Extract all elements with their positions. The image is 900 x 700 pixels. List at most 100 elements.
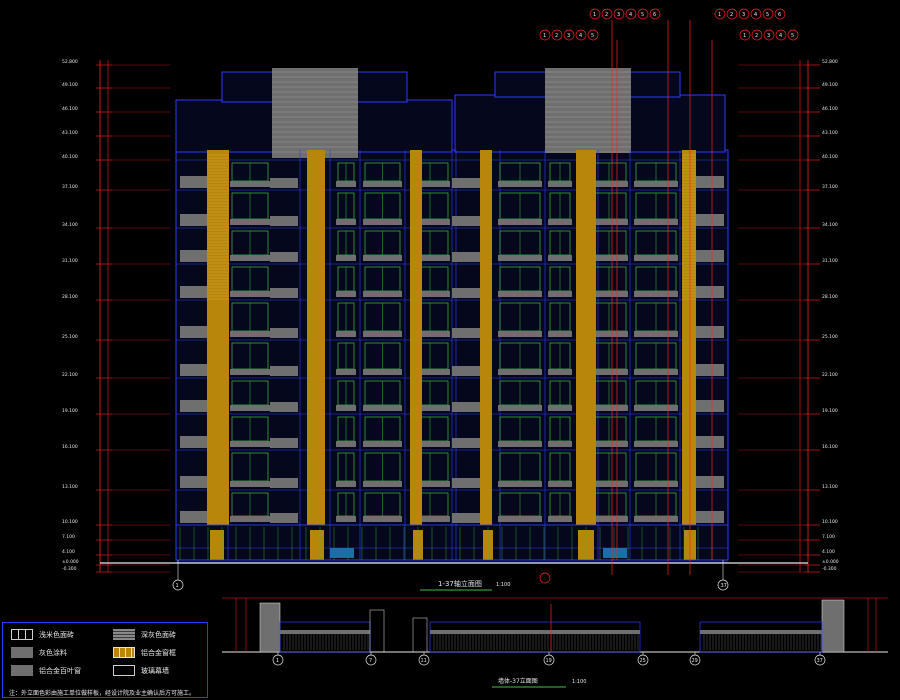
side-panel <box>180 511 208 523</box>
callout-bubble <box>539 29 551 41</box>
entrance-sign <box>603 548 627 558</box>
balcony-band <box>590 331 628 337</box>
side-panel <box>452 328 482 338</box>
balcony-band <box>336 369 356 375</box>
side-panel <box>180 364 208 376</box>
balcony-band <box>634 481 678 487</box>
elevation-level-label: 46.100 <box>62 106 78 112</box>
callout-bubble <box>563 29 575 41</box>
section-axis-bubble <box>814 654 826 666</box>
balcony-band <box>634 255 678 261</box>
balcony-band <box>634 331 678 337</box>
elevation-level-label: 37.100 <box>62 184 78 190</box>
balcony-band <box>548 255 572 261</box>
fence-rail <box>430 630 640 634</box>
elevation-level-label: 34.100 <box>822 222 838 228</box>
balcony-band <box>336 219 356 225</box>
callout-number: 2 <box>730 12 733 18</box>
balcony-band <box>590 291 628 297</box>
balcony-band <box>634 441 678 447</box>
elevation-level-label: 10.100 <box>62 519 78 525</box>
balcony-band <box>590 255 628 261</box>
elevation-level-label: 19.100 <box>62 408 78 414</box>
callout-number: 2 <box>755 33 758 39</box>
balcony-band <box>548 291 572 297</box>
elevation-level-label: 4.100 <box>822 549 835 555</box>
elevation-level-label: 25.100 <box>62 334 78 340</box>
balcony-band <box>498 405 542 411</box>
balcony-band <box>634 405 678 411</box>
balcony-band <box>336 331 356 337</box>
callout-bubble <box>726 8 738 20</box>
balcony-band <box>230 441 270 447</box>
side-panel <box>180 436 208 448</box>
callout-bubble <box>763 29 775 41</box>
balcony-band <box>230 291 270 297</box>
gold-feature-strip <box>682 150 696 525</box>
side-panel <box>696 214 724 226</box>
side-panel <box>452 478 482 488</box>
legend-swatch-6 <box>113 665 135 676</box>
fence-post <box>369 609 385 653</box>
balcony-band <box>336 481 356 487</box>
callout-number: 4 <box>629 12 632 18</box>
balcony-band <box>498 441 542 447</box>
side-panel <box>696 436 724 448</box>
gate-pier-left <box>259 602 281 653</box>
side-panel <box>696 250 724 262</box>
balcony-band <box>498 516 542 522</box>
elevation-level-label: 28.100 <box>62 294 78 300</box>
elevation-level-label: 16.100 <box>822 444 838 450</box>
side-panel <box>270 216 298 226</box>
callout-bubble <box>587 29 599 41</box>
elevation-level-label: 13.100 <box>822 484 838 490</box>
balcony-band <box>410 219 450 225</box>
balcony-band <box>363 405 402 411</box>
west-stair-core-cap <box>272 68 358 158</box>
section-axis-bubble <box>637 654 649 666</box>
side-panel <box>180 176 208 188</box>
callout-bubble <box>649 8 661 20</box>
callout-number: 5 <box>791 33 794 39</box>
balcony-band <box>498 369 542 375</box>
main-elevation-title: 1-37轴立面图 <box>438 579 482 588</box>
balcony-band <box>363 291 402 297</box>
left-elevation-dimension-chain: 52.80049.10046.10043.10040.10037.10034.1… <box>62 59 170 573</box>
side-panel <box>270 402 298 412</box>
balcony-band <box>230 331 270 337</box>
gold-base-strip <box>210 530 224 560</box>
section-axis-label: 1 <box>276 658 279 664</box>
balcony-band <box>363 369 402 375</box>
elevation-level-label: ±0.000 <box>822 559 839 565</box>
side-panel <box>270 288 298 298</box>
balcony-band <box>410 369 450 375</box>
balcony-band <box>590 481 628 487</box>
balcony-band <box>410 291 450 297</box>
material-legend: 浅米色面砖 深灰色面砖 灰色涂料 铝合金窗框 铝合金百叶窗 玻璃幕墙 注：外立面… <box>2 622 208 698</box>
callout-number: 1 <box>743 33 746 39</box>
callout-bubble <box>787 29 799 41</box>
elevation-level-label: 52.800 <box>62 59 78 65</box>
elevation-level-label: 34.100 <box>62 222 78 228</box>
gold-feature-strip <box>480 150 492 525</box>
balcony-band <box>230 219 270 225</box>
elevation-level-label: 16.100 <box>62 444 78 450</box>
callout-number: 6 <box>778 12 781 18</box>
side-panel <box>270 478 298 488</box>
balcony-band <box>634 516 678 522</box>
balcony-band <box>336 291 356 297</box>
legend-label-3: 灰色涂料 <box>39 649 67 657</box>
balcony-band <box>336 181 356 187</box>
side-panel <box>452 252 482 262</box>
side-panel <box>452 288 482 298</box>
callout-number: 5 <box>766 12 769 18</box>
side-panel <box>180 476 208 488</box>
callout-bubble <box>738 8 750 20</box>
balcony-band <box>230 369 270 375</box>
elevation-level-label: 49.100 <box>822 82 838 88</box>
legend-label-2: 深灰色面砖 <box>141 631 176 639</box>
east-stair-core-cap <box>545 68 631 153</box>
balcony-band <box>634 219 678 225</box>
